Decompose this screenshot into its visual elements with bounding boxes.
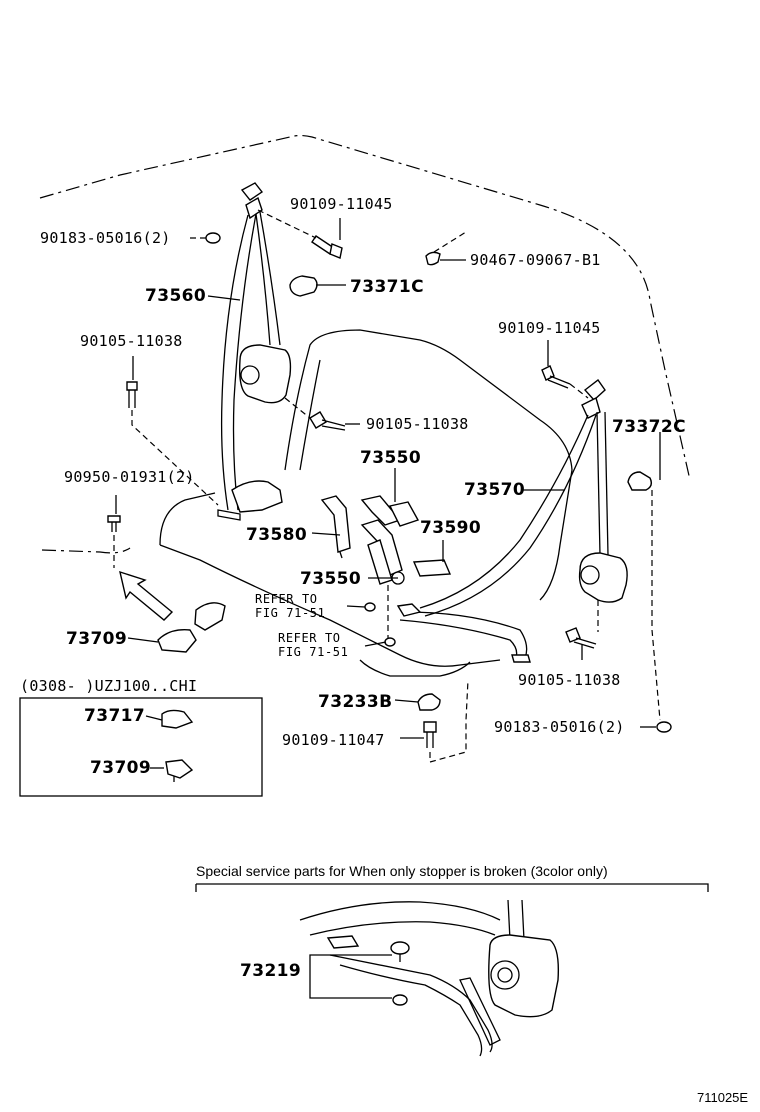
refer-note-1-line1: REFER TO <box>255 592 318 606</box>
refer-note-2-line1: REFER TO <box>278 631 341 645</box>
callout-90183-05016-right: 90183-05016(2) <box>494 718 625 736</box>
bolt-90109-right <box>541 365 555 381</box>
bolt-90109-bottom <box>423 721 437 733</box>
callout-73233b: 73233B <box>318 692 393 712</box>
special-service-parts-section: Special service parts for When only stop… <box>195 863 709 1057</box>
anchor-73709 <box>157 629 197 653</box>
callout-73550-bottom: 73550 <box>300 569 361 589</box>
leader-lines <box>113 209 661 763</box>
callout-73570: 73570 <box>464 480 525 500</box>
inset-anchor-73709 <box>165 759 194 779</box>
callout-73580: 73580 <box>246 525 307 545</box>
inset-header: (0308- )UZJ100..CHI <box>20 677 197 695</box>
retractor-73219 <box>488 934 560 1018</box>
callout-90183-05016-top: 90183-05016(2) <box>40 229 171 247</box>
callout-90467-09067-b1: 90467-09067-B1 <box>470 251 601 269</box>
callout-73372c: 73372C <box>612 417 686 437</box>
model-variant-inset: (0308- )UZJ100..CHI 73717 73709 <box>19 677 263 797</box>
stopper-button <box>390 941 410 955</box>
cover-73233b <box>417 693 441 711</box>
callout-73550-top: 73550 <box>360 448 421 468</box>
inset-bracket-73717 <box>161 709 194 729</box>
inset-callout-73717: 73717 <box>84 706 145 726</box>
bolt-90105-right <box>565 627 581 643</box>
inset-callout-73709: 73709 <box>90 758 151 778</box>
callout-73560: 73560 <box>145 286 206 306</box>
washer-90183-right <box>656 721 672 733</box>
bolt-90105-left <box>126 381 138 391</box>
callout-73590: 73590 <box>420 518 481 538</box>
special-service-note: Special service parts for When only stop… <box>196 863 608 879</box>
left-belt-assembly-73560 <box>217 182 292 521</box>
bolt-90105-mid <box>309 411 327 429</box>
vehicle-body-outline <box>39 134 691 554</box>
clip-90950 <box>107 515 121 523</box>
callout-73709: 73709 <box>66 629 127 649</box>
callout-90105-11038-left: 90105-11038 <box>80 332 183 350</box>
refer-note-2-line2: FIG 71-51 <box>278 645 348 659</box>
callout-73219: 73219 <box>240 961 301 981</box>
clip-90467 <box>425 251 441 266</box>
callout-90105-11038-right: 90105-11038 <box>518 671 621 689</box>
callout-90105-11038-mid: 90105-11038 <box>366 415 469 433</box>
right-belt-assembly-73570 <box>396 378 628 663</box>
refer-note-1-line2: FIG 71-51 <box>255 606 325 620</box>
callout-73371c: 73371C <box>350 277 424 297</box>
callout-90109-11045-top: 90109-11045 <box>290 195 393 213</box>
buckle-assemblies <box>320 495 452 585</box>
callout-90109-11047: 90109-11047 <box>282 731 385 749</box>
rear-seat-outline <box>159 329 573 677</box>
stopper-base <box>392 994 408 1006</box>
figure-code: 711025E <box>697 1090 748 1105</box>
cover-73371c <box>289 275 318 297</box>
cover-73372c <box>627 471 653 491</box>
callout-90950-01931: 90950-01931(2) <box>64 468 195 486</box>
washer-90183-top <box>205 232 221 244</box>
callout-90109-11045-right: 90109-11045 <box>498 319 601 337</box>
